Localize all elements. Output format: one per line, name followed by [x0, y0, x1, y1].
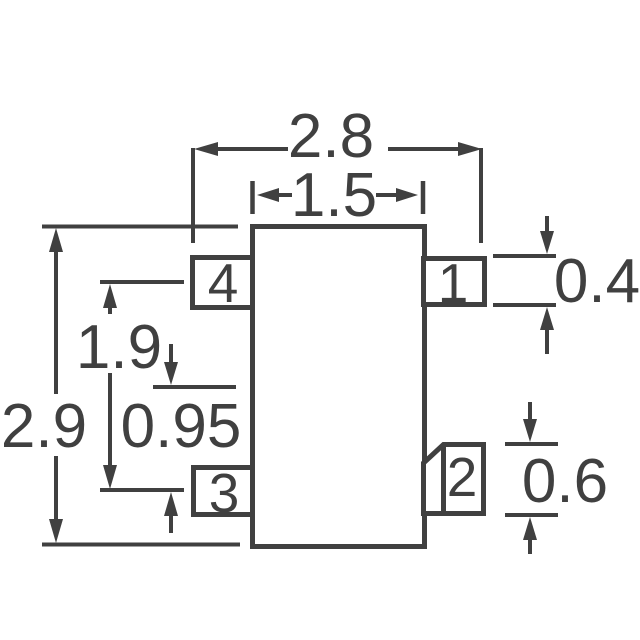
arrowhead-left: [257, 188, 279, 202]
package-body-outline: [250, 224, 427, 549]
arrowhead-right: [458, 142, 482, 156]
pin-4: 4: [190, 252, 255, 314]
pin-3-number: 3: [209, 462, 240, 524]
pin-1-number: 1: [438, 252, 469, 314]
arrowhead-top: [164, 362, 178, 385]
extension-lines: [42, 224, 240, 547]
pin-2-pad: [421, 442, 486, 516]
dim-pin2-width: 0.6: [505, 402, 608, 554]
arrowhead-top: [103, 284, 117, 308]
arrowhead-bottom: [540, 307, 554, 330]
pin-2-number: 2: [447, 446, 478, 508]
arrowhead-bottom: [164, 492, 178, 516]
arrowhead-left: [194, 142, 218, 156]
dim-label-overall-width: 2.8: [288, 102, 374, 171]
dim-label-pin2-width: 0.6: [522, 447, 608, 516]
dim-body-width: 1.5: [250, 161, 426, 230]
arrowhead-top: [523, 419, 537, 442]
extension-lines: [505, 442, 558, 517]
arrowhead-bottom: [49, 519, 63, 543]
dim-label-pin1-width: 0.4: [554, 247, 640, 316]
extension-lines: [493, 254, 556, 307]
dim-label-body-width: 1.5: [291, 161, 377, 230]
pin-3: 3: [191, 462, 255, 524]
dim-label-pin-pitch: 0.95: [121, 392, 242, 461]
pin-1: 1: [421, 252, 487, 314]
arrowhead-top: [540, 231, 554, 254]
arrowhead-bottom: [523, 517, 537, 540]
extension-ticks: [250, 181, 426, 214]
dim-pin-pitch: 0.95: [121, 344, 242, 533]
dim-overall-height: 2.9: [1, 224, 240, 547]
dim-label-pin-row-span: 1.9: [76, 313, 162, 382]
dim-pin1-width: 0.4: [493, 216, 640, 354]
pin-3-pad: [191, 465, 255, 517]
pin-2: 2: [421, 442, 486, 516]
pin-1-pad: [421, 256, 487, 307]
dim-label-overall-height: 2.9: [1, 392, 87, 461]
pin-4-pad: [190, 255, 255, 310]
arrowhead-right: [396, 188, 418, 202]
arrowhead-bottom: [103, 465, 117, 489]
pin-4-number: 4: [208, 252, 239, 314]
arrowhead-top: [49, 228, 63, 252]
extension-lines: [100, 280, 184, 492]
dim-pin-row-span: 1.9: [76, 280, 184, 492]
